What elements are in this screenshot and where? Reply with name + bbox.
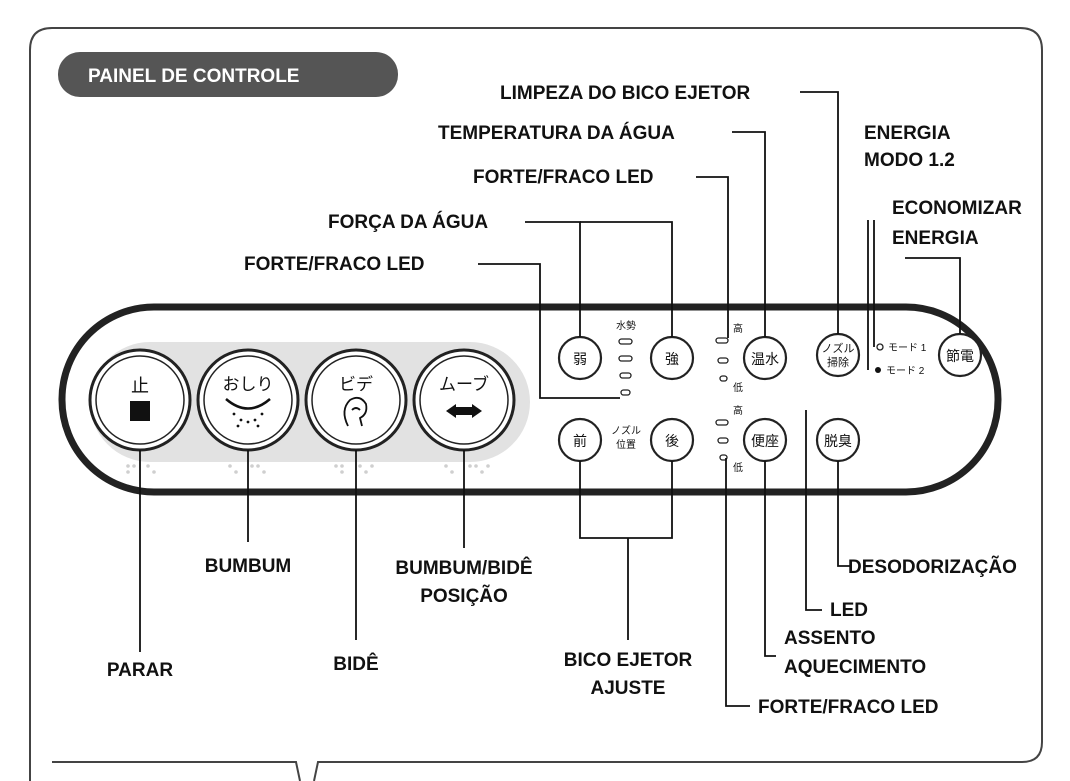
svg-text:便座: 便座	[751, 433, 779, 449]
stop-square-icon	[130, 401, 150, 421]
label-adjust-2: AJUSTE	[591, 678, 666, 699]
svg-text:ノズル: ノズル	[822, 341, 855, 355]
label-energy-1: ENERGIA	[864, 123, 951, 144]
seat-temp-leds	[715, 419, 729, 461]
svg-text:脱臭: 脱臭	[824, 433, 852, 449]
svg-text:弱: 弱	[573, 351, 587, 367]
water-force-leds	[618, 338, 633, 396]
mode-2-led	[875, 367, 881, 373]
label-nozzle-cleaning: LIMPEZA DO BICO EJETOR	[500, 83, 750, 104]
nozzle-position-mark-2: 位置	[616, 438, 636, 451]
label-energy-2: MODO 1.2	[864, 150, 955, 171]
water-temp-leds	[715, 337, 729, 382]
woman-head-icon	[343, 396, 368, 427]
label-led: LED	[830, 600, 868, 621]
svg-text:温水: 温水	[751, 351, 779, 367]
svg-text:ビデ: ビデ	[339, 374, 373, 394]
seat-heat-button[interactable]: 便座	[742, 417, 788, 463]
mode-1-led	[876, 343, 884, 351]
label-water-force: FORÇA DA ÁGUA	[328, 211, 488, 233]
label-seat-1: ASSENTO	[784, 628, 876, 649]
nozzle-clean-button[interactable]: ノズル 掃除	[815, 332, 861, 378]
svg-text:ムーブ: ムーブ	[439, 374, 489, 394]
left-right-arrow-icon	[446, 404, 482, 418]
deodorize-button[interactable]: 脱臭	[815, 417, 861, 463]
label-bumbum: BUMBUM	[205, 556, 292, 577]
svg-text:おしり: おしり	[223, 375, 274, 394]
svg-text:節電: 節電	[946, 348, 974, 364]
leader-lines	[139, 91, 961, 707]
braille-dots	[126, 464, 490, 474]
seat-high-mark: 高	[733, 404, 743, 417]
strong-button[interactable]: 強	[649, 335, 695, 381]
mode-2-mark: モード 2	[886, 366, 925, 377]
title-tab	[58, 52, 398, 97]
svg-text:強: 強	[665, 351, 679, 367]
label-save-2: ENERGIA	[892, 228, 979, 249]
weak-button[interactable]: 弱	[557, 335, 603, 381]
warm-water-button[interactable]: 温水	[742, 335, 788, 381]
nozzle-back-button[interactable]: 後	[649, 417, 695, 463]
label-position-2: POSIÇÃO	[420, 585, 508, 607]
label-deodorization: DESODORIZAÇÃO	[848, 556, 1017, 578]
page-title: PAINEL DE CONTROLE	[88, 66, 299, 87]
label-water-temperature: TEMPERATURA DA ÁGUA	[438, 122, 675, 144]
label-led-force: FORTE/FRACO LED	[244, 254, 425, 275]
label-led-seat: FORTE/FRACO LED	[758, 697, 939, 718]
nozzle-position-mark-1: ノズル	[611, 424, 641, 437]
label-save-1: ECONOMIZAR	[892, 198, 1022, 219]
mode-1-mark: モード 1	[888, 343, 927, 354]
stop-button[interactable]: 止	[88, 348, 192, 452]
svg-text:掃除: 掃除	[827, 355, 849, 369]
svg-text:後: 後	[665, 433, 679, 449]
seat-low-mark: 低	[733, 461, 743, 474]
bidet-button[interactable]: ビデ	[304, 348, 408, 452]
power-save-button[interactable]: 節電	[937, 332, 983, 378]
svg-text:止: 止	[131, 376, 149, 396]
spray-icon	[225, 398, 271, 428]
move-button[interactable]: ムーブ	[412, 348, 516, 452]
label-led-temp: FORTE/FRACO LED	[473, 167, 654, 188]
label-position-1: BUMBUM/BIDÊ	[395, 557, 532, 579]
label-parar: PARAR	[107, 660, 173, 681]
water-force-mark: 水勢	[616, 319, 636, 332]
outer-frame	[29, 27, 1043, 781]
label-bide: BIDÊ	[333, 653, 378, 675]
nozzle-front-button[interactable]: 前	[557, 417, 603, 463]
temp-low-mark: 低	[733, 381, 743, 394]
svg-text:前: 前	[573, 433, 587, 449]
oshiri-button[interactable]: おしり	[196, 348, 300, 452]
temp-high-mark: 高	[733, 322, 743, 335]
label-seat-2: AQUECIMENTO	[784, 657, 926, 678]
label-adjust-1: BICO EJETOR	[564, 650, 693, 671]
